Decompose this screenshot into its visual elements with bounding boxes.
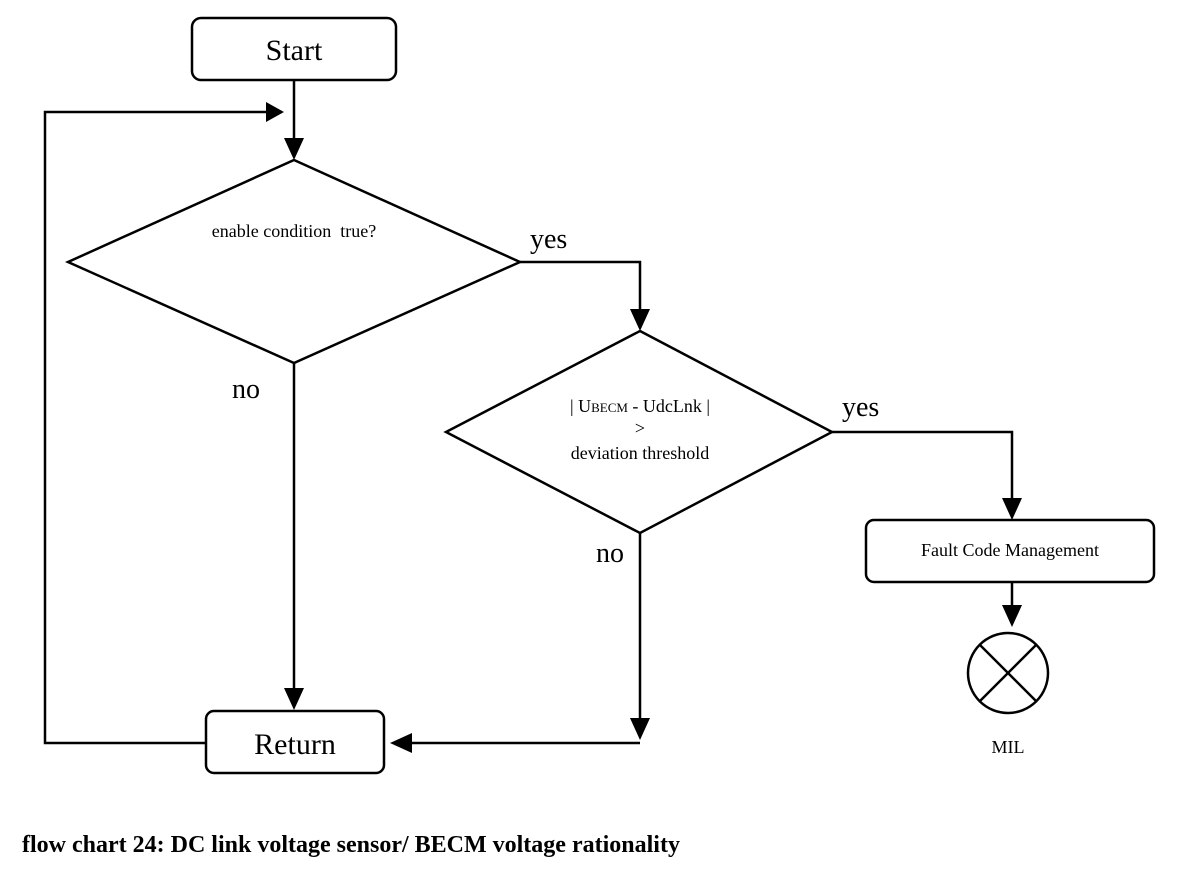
decision2-line1: | UBECM - UdcLnk | bbox=[570, 396, 710, 416]
decision2-yes-label: yes bbox=[842, 392, 879, 423]
decision2-no-connector: no bbox=[596, 533, 650, 740]
loop-arrowhead bbox=[266, 102, 284, 122]
to-return-connector bbox=[390, 733, 640, 753]
decision1-yes-connector: yes bbox=[520, 224, 650, 331]
return-node: Return bbox=[204, 709, 386, 775]
start-label: Start bbox=[266, 34, 323, 67]
figure-caption: flow chart 24: DC link voltage sensor/ B… bbox=[22, 832, 680, 858]
decision1-label: enable condition true? bbox=[212, 221, 376, 241]
decision2-line3: deviation threshold bbox=[571, 443, 709, 463]
return-label: Return bbox=[254, 728, 336, 761]
decision2-line2: > bbox=[635, 418, 645, 438]
decision1-yes-label: yes bbox=[530, 224, 567, 255]
mil-label: MIL bbox=[992, 737, 1025, 757]
decision1-no-label: no bbox=[232, 374, 260, 405]
start-node: Start bbox=[190, 16, 398, 82]
fault-code-node: Fault Code Management bbox=[864, 518, 1156, 584]
start-to-decision1-connector bbox=[284, 80, 304, 160]
fault-code-label: Fault Code Management bbox=[921, 540, 1099, 560]
fault-to-mil-connector bbox=[1002, 582, 1022, 627]
decision2-no-label: no bbox=[596, 538, 624, 569]
decision2-node: | UBECM - UdcLnk | > deviation threshold bbox=[443, 329, 835, 535]
loop-back-connector bbox=[43, 102, 284, 745]
decision1-node: enable condition true? bbox=[64, 158, 524, 365]
mil-lamp-icon bbox=[966, 631, 1050, 715]
decision1-no-connector: no bbox=[232, 363, 304, 710]
decision2-yes-connector: yes bbox=[832, 392, 1022, 520]
